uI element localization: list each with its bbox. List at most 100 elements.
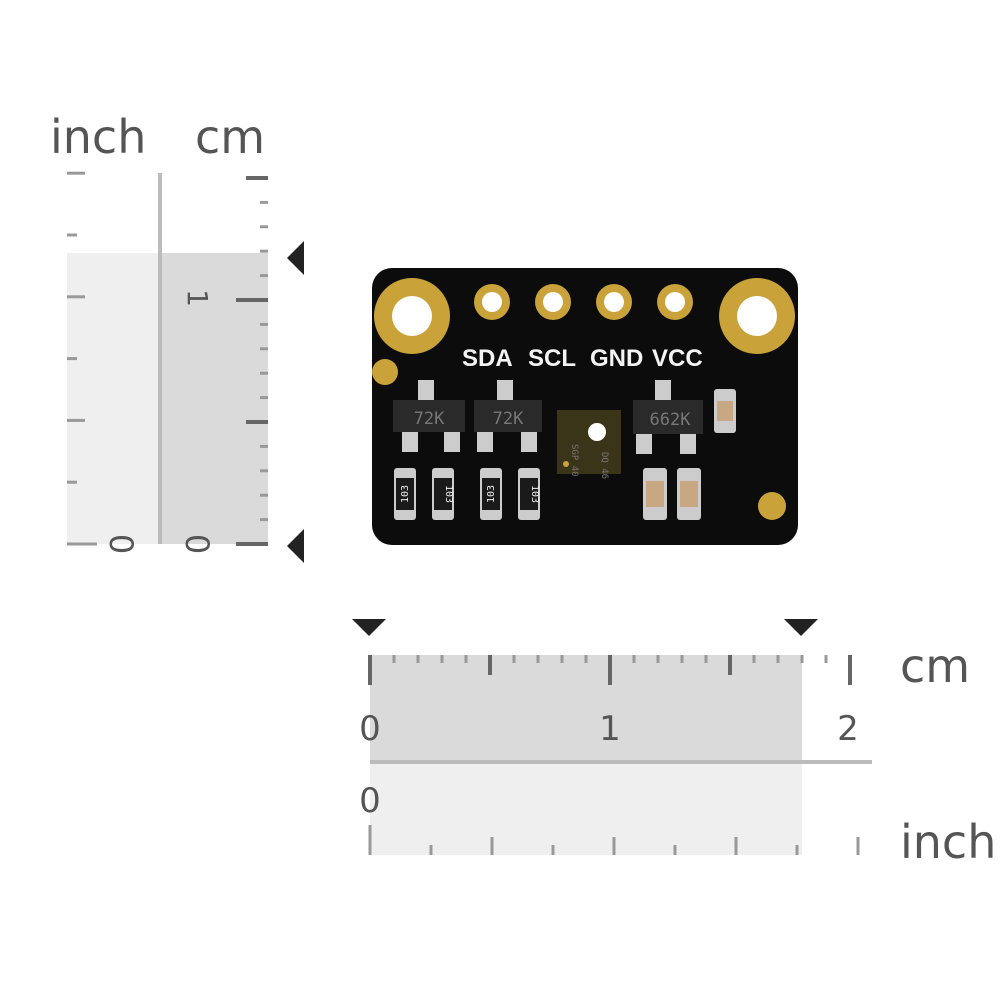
cm-tick (260, 371, 268, 375)
bottom-marker-arrow-icon (287, 529, 304, 563)
cm-tick (246, 420, 268, 424)
capacitor-body (646, 481, 664, 507)
cm-tick-h (752, 655, 756, 663)
inch-tick-h (734, 837, 738, 855)
cm-tick-h (704, 655, 708, 663)
cm-tick-h (416, 655, 420, 663)
capacitor-body (717, 401, 733, 421)
inch-tick-h (490, 837, 494, 855)
inch-tick (67, 233, 77, 237)
inch-tick-h (856, 837, 860, 855)
cm-tick-h (536, 655, 540, 663)
cm-tick (236, 298, 268, 302)
top-marker-arrow-icon (287, 241, 304, 275)
inch-tick-h (673, 845, 677, 855)
cm-tick-h (392, 655, 396, 663)
sensor-code: DQ 46 (599, 452, 609, 479)
pin-label-sda: SDA (462, 345, 513, 372)
pin-label-vcc: VCC (652, 345, 703, 372)
resistor: 103 (480, 468, 502, 520)
transistor-q1: 72K (393, 380, 465, 452)
hole-left-center (392, 296, 432, 336)
cm-tick (260, 322, 268, 326)
cm-tick (260, 225, 268, 229)
resistor-marking: 103 (486, 485, 497, 503)
resistor-body (520, 478, 538, 510)
cm-tick-h (656, 655, 660, 663)
cm-tick (260, 444, 268, 448)
inch-tick (67, 480, 77, 484)
cm-shade-h (370, 655, 802, 762)
cm-tick-h (824, 655, 828, 663)
fiducial-pad (372, 359, 398, 385)
cm-tick-h (680, 655, 684, 663)
cm-zero-label-h: 0 (359, 709, 381, 749)
inch-zero-label: 0 (102, 534, 140, 554)
inch-tick (67, 542, 97, 546)
inch-tick (67, 295, 85, 299)
transistor-marking: 72K (414, 409, 445, 429)
cm-tick (260, 200, 268, 204)
cm-tick-h (512, 655, 516, 663)
cm-tick (260, 347, 268, 351)
transistor-q3: 662K (633, 380, 703, 454)
right-marker-arrow-icon (784, 619, 818, 636)
cm-tick (246, 176, 268, 180)
sensor-marking: SGP 40 (569, 444, 579, 477)
vertical-ruler: inch cm 0 0 1 (50, 110, 304, 563)
inch-tick-h (368, 825, 372, 855)
cm-zero-label: 0 (178, 534, 216, 554)
pin-label-scl: SCL (528, 345, 576, 372)
inch-shade (67, 253, 160, 544)
cm-tick-h (728, 655, 732, 675)
inch-tick (67, 171, 85, 175)
resistor: 103 (394, 468, 416, 520)
resistor: 103 (432, 468, 454, 520)
pin-label-gnd: GND (590, 345, 643, 372)
cm-tick-h (440, 655, 444, 663)
resistor-marking: 103 (443, 485, 454, 503)
inch-label: inch (50, 110, 146, 164)
inch-shade-h (370, 762, 802, 855)
cm-tick (260, 396, 268, 400)
hole-right-center (737, 296, 777, 336)
cm-tick-h (776, 655, 780, 663)
resistor-body (396, 478, 414, 510)
cm-tick-h (632, 655, 636, 663)
transistor-marking: 662K (650, 410, 692, 430)
capacitor-body (680, 481, 698, 507)
resistor-body (482, 478, 500, 510)
cm-tick (260, 249, 268, 253)
horizontal-ruler: 0 1 2 0 cm inch (352, 619, 996, 869)
inch-tick (67, 357, 77, 361)
cm-tick (260, 274, 268, 278)
header-pin-hole (543, 292, 563, 312)
cm-tick-h (608, 655, 612, 685)
cm-one-label: 1 (181, 289, 214, 307)
header-pin-hole (604, 292, 624, 312)
resistor-marking: 103 (400, 485, 411, 503)
sensor-board: SDA SCL GND VCC 72K 72K 662K SGP 40 DQ 4… (372, 268, 798, 545)
cm-tick-h (488, 655, 492, 675)
inch-tick (67, 418, 85, 422)
ruler-divider-h (370, 760, 872, 764)
fiducial-pad (758, 492, 786, 520)
inch-tick-h (795, 845, 799, 855)
cm-tick (236, 542, 268, 546)
header-pin-hole (665, 292, 685, 312)
inch-tick-h (429, 845, 433, 855)
ruler-divider (158, 173, 162, 544)
cm-tick-h (368, 655, 372, 685)
cm-tick-h (464, 655, 468, 663)
inch-tick-h (612, 837, 616, 855)
cm-label-h: cm (900, 639, 970, 693)
cm-tick-h (848, 655, 852, 685)
inch-label-h: inch (900, 815, 996, 869)
cm-tick-h (560, 655, 564, 663)
transistor-q2: 72K (474, 380, 542, 452)
cm-one-label-h: 1 (599, 709, 621, 749)
cm-tick-h (800, 655, 804, 663)
transistor-marking: 72K (493, 409, 524, 429)
resistor-body (434, 478, 452, 510)
